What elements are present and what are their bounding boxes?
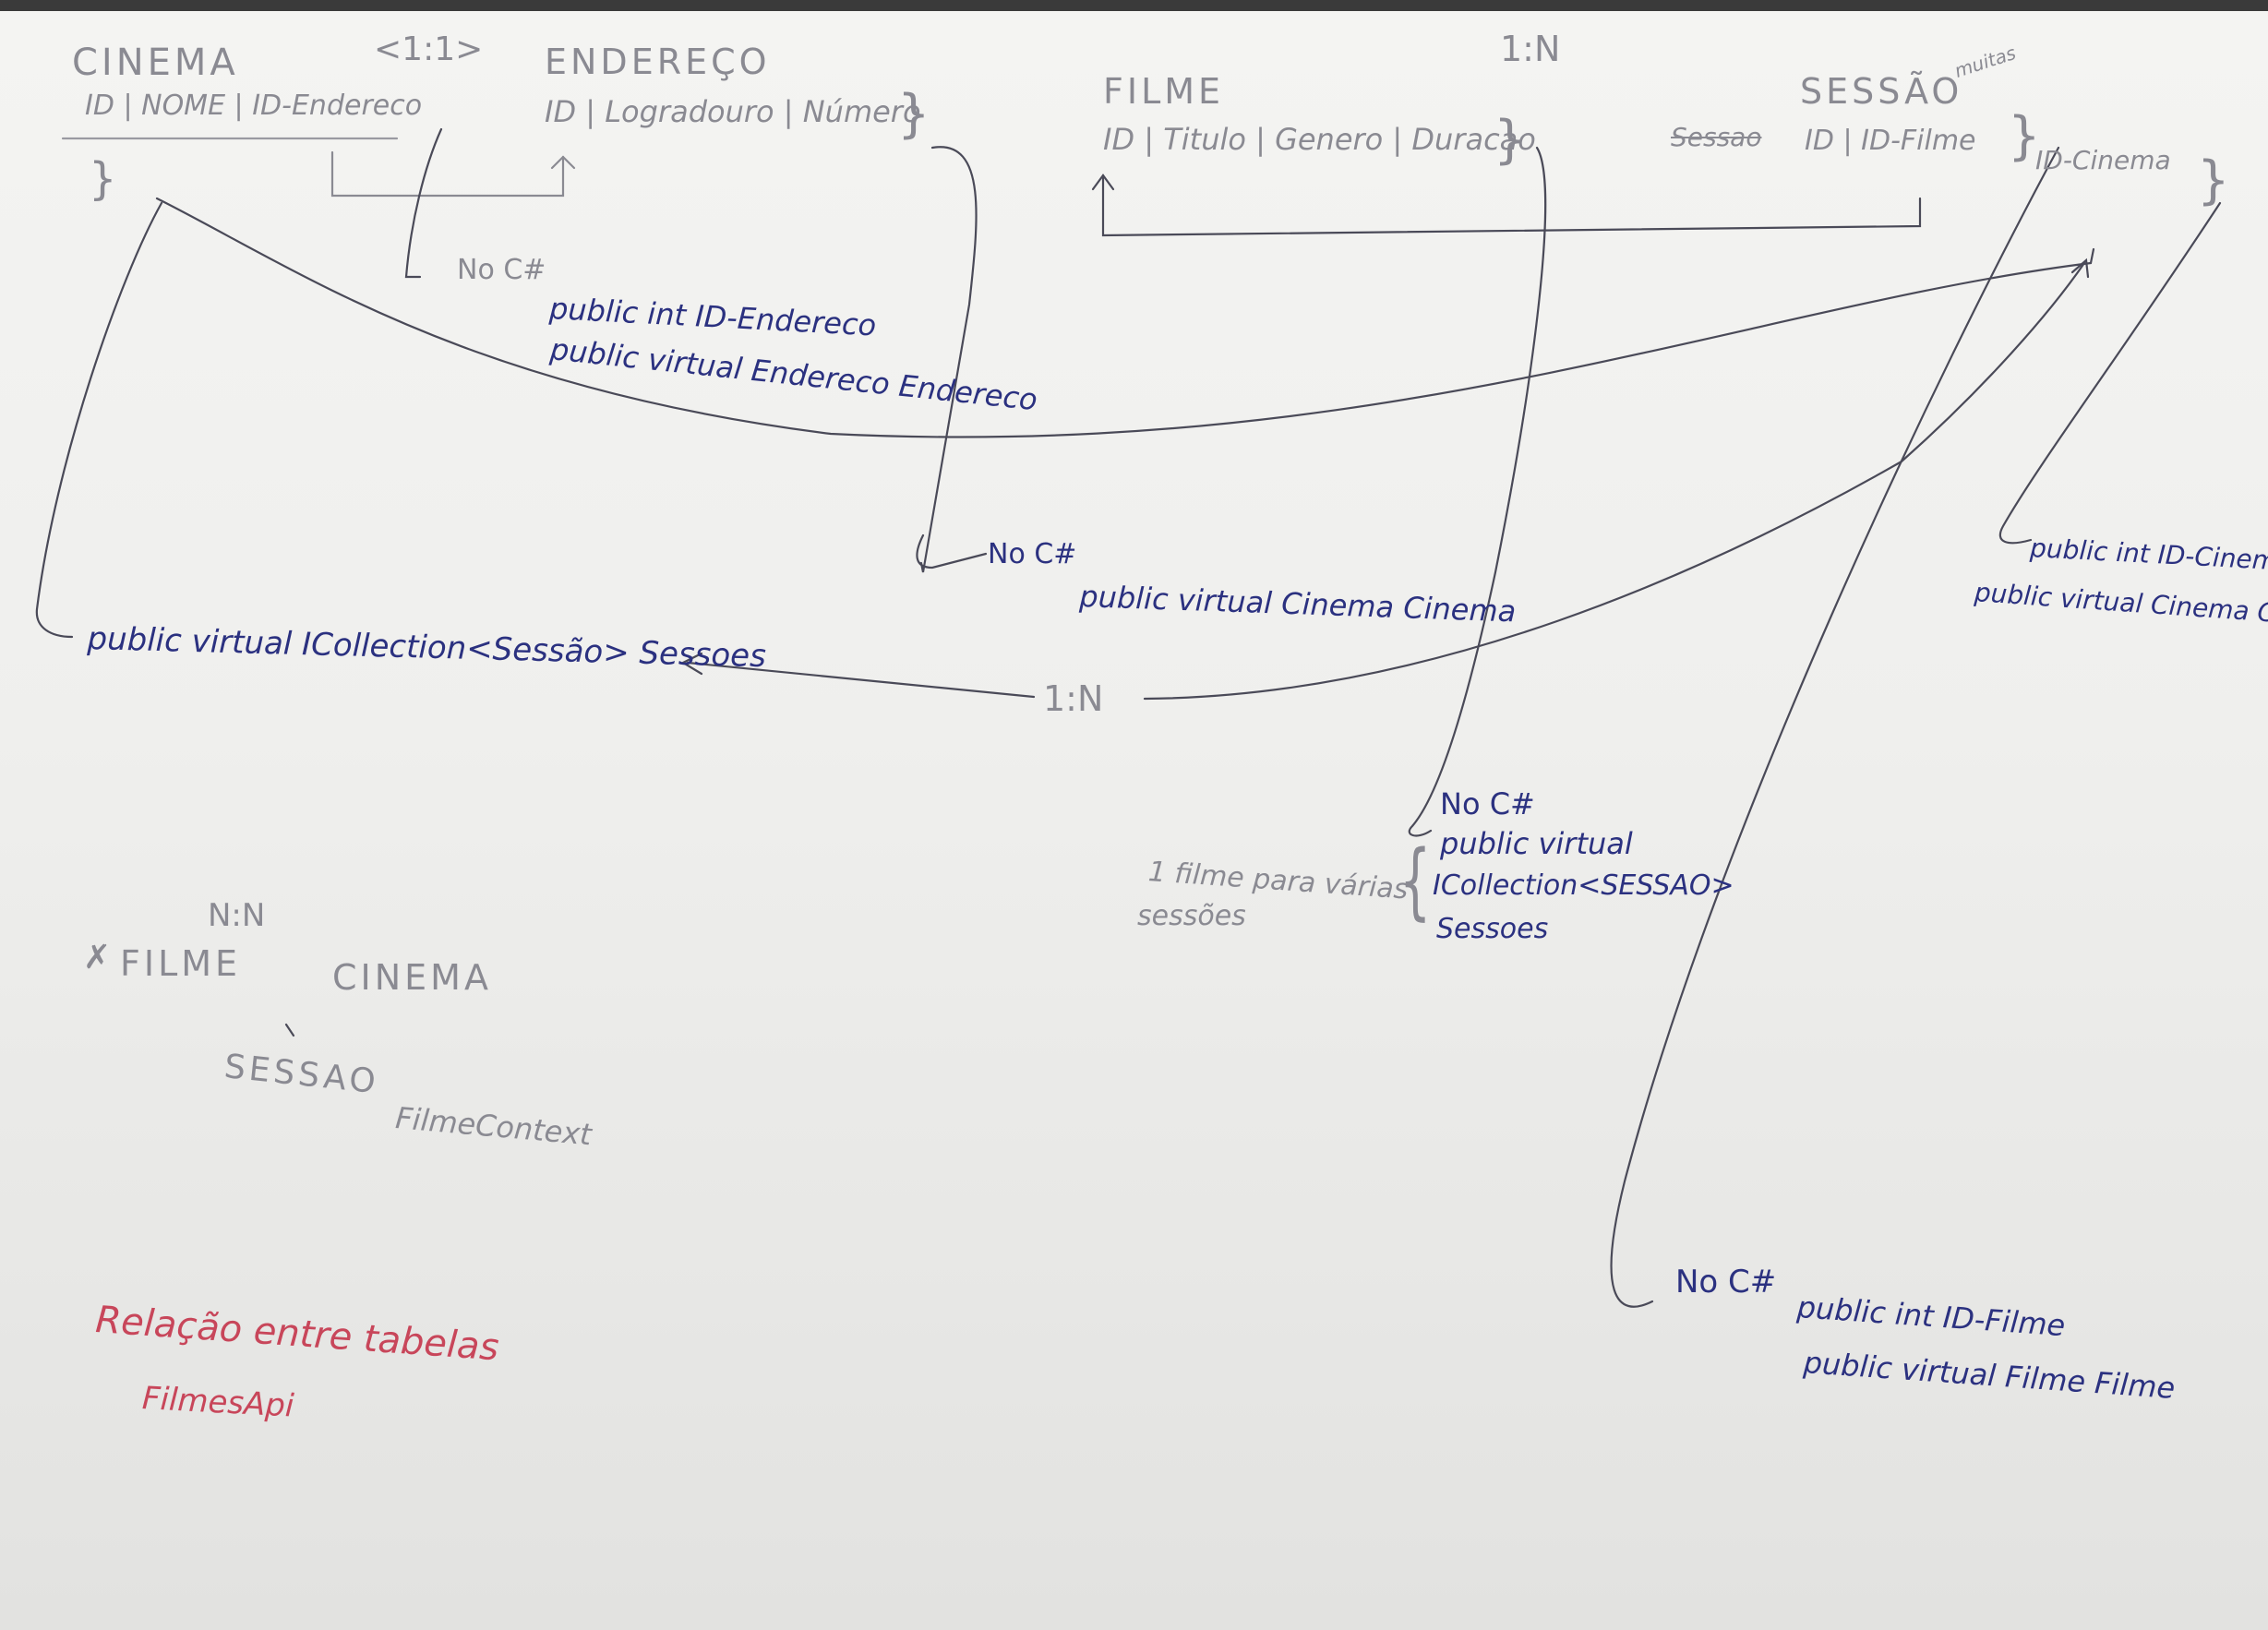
sessao-arrowhead xyxy=(2070,258,2090,279)
cinema-endereco-link xyxy=(330,150,565,198)
filme-title: FILME xyxy=(1103,71,1225,112)
one-to-many-right xyxy=(1143,261,2086,701)
endereco-to-note-2 xyxy=(919,146,978,573)
sessao-fields-extra: ID-Cinema xyxy=(2035,145,2171,175)
nn-star: ✗ xyxy=(83,939,112,977)
nn-label: N:N xyxy=(208,897,266,934)
sessao-brace-2: } xyxy=(2197,150,2230,210)
sessao-fields: ID | ID-Filme xyxy=(1805,125,1976,157)
filme-sessao-relation: 1:N xyxy=(1500,29,1561,69)
endereco-brace: } xyxy=(897,84,930,144)
endereco-fields: ID | Logradouro | Número xyxy=(545,94,921,129)
sessao-brace-1: } xyxy=(2008,106,2041,166)
cinema-sessao-relation: 1:N xyxy=(1043,678,1104,719)
sessao-prefix: Sessao xyxy=(1671,122,1762,152)
cinema-endereco-relation: <1:1> xyxy=(374,30,484,68)
cinema-brace: } xyxy=(89,153,117,205)
note-cinema-nav-heading: No C# xyxy=(988,538,1077,570)
one-to-many-arrowhead xyxy=(680,652,703,676)
endereco-to-note-1 xyxy=(404,127,443,279)
endereco-note2-hook xyxy=(916,533,988,569)
sessao-to-filme-note xyxy=(1610,146,2060,1308)
note-sessao-filme-heading: No C# xyxy=(1675,1264,1777,1300)
nn-right: CINEMA xyxy=(332,957,492,998)
filme-sessao-link xyxy=(1101,174,1922,237)
note-filme-brace: { xyxy=(1399,833,1432,929)
note-filme-side-line2: sessões xyxy=(1137,900,1246,932)
sessao-to-cinema-note xyxy=(1998,201,2222,545)
sessao-title: SESSÃO xyxy=(1800,71,1963,112)
endereco-arrowhead xyxy=(550,155,576,170)
filme-fields: ID | Titulo | Genero | Duracao xyxy=(1103,122,1536,157)
filme-to-collection xyxy=(1408,146,1547,837)
one-to-many-arrow xyxy=(686,661,1036,699)
paper-top-edge xyxy=(0,0,2268,11)
cinema-fields: ID | NOME | ID-Endereco xyxy=(85,90,423,122)
nn-tick xyxy=(284,1023,295,1037)
endereco-title: ENDEREÇO xyxy=(545,42,771,82)
filme-brace: } xyxy=(1494,110,1527,170)
filme-arrowhead xyxy=(1091,174,1115,191)
cinema-to-collection xyxy=(35,201,163,639)
nn-left: FILME xyxy=(120,943,242,984)
note-endereco-heading: No C# xyxy=(457,254,546,286)
footer-subtitle: FilmesApi xyxy=(141,1380,295,1425)
note-filme-line3: Sessoes xyxy=(1436,913,1549,945)
note-filme-line1: public virtual xyxy=(1440,826,1633,861)
cinema-to-sessao-curve xyxy=(155,197,2095,438)
cinema-title: CINEMA xyxy=(72,42,239,84)
note-filme-line2: ICollection<SESSAO> xyxy=(1433,869,1734,902)
note-filme-heading: No C# xyxy=(1440,786,1535,821)
